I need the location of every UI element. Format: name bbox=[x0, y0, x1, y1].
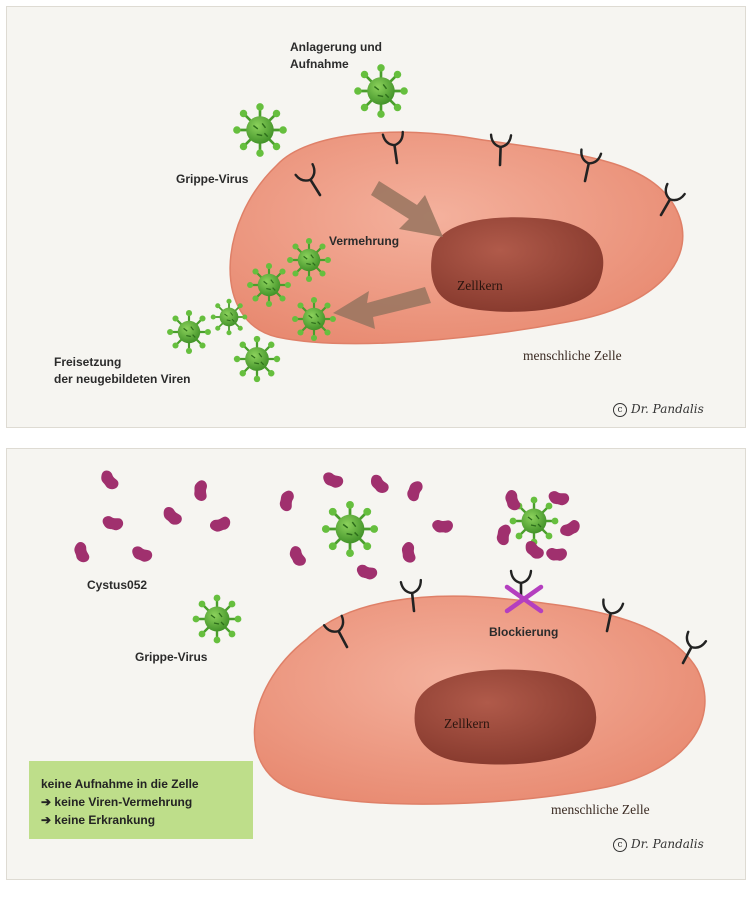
panel-infection: Anlagerung und Aufnahme Grippe-Virus Ver… bbox=[6, 6, 746, 428]
label-release: Freisetzung der neugebildeten Viren bbox=[54, 355, 191, 386]
label-flu-virus: Grippe-Virus bbox=[135, 650, 208, 664]
infection-diagram bbox=[165, 62, 686, 384]
nucleus bbox=[414, 669, 597, 765]
arrow-icon bbox=[333, 181, 443, 329]
summary-box: keine Aufnahme in die Zelle ➔ keine Vire… bbox=[29, 761, 253, 839]
label-cell: menschliche Zelle bbox=[523, 348, 622, 363]
label-blocking: Blockierung bbox=[489, 625, 559, 639]
label-flu-virus: Grippe-Virus bbox=[176, 172, 249, 186]
blocking-diagram bbox=[69, 469, 708, 805]
summary-line: keine Aufnahme in die Zelle bbox=[41, 777, 199, 791]
label-nucleus: Zellkern bbox=[457, 278, 503, 293]
summary-line: ➔ keine Erkrankung bbox=[41, 813, 156, 827]
block-x-icon bbox=[504, 584, 544, 614]
label-nucleus: Zellkern bbox=[444, 716, 490, 731]
label-cystus: Cystus052 bbox=[87, 578, 148, 592]
label-attachment: Anlagerung und Aufnahme bbox=[290, 40, 382, 71]
copyright-icon: c bbox=[613, 402, 627, 417]
nucleus bbox=[431, 217, 604, 312]
copyright-icon: c bbox=[613, 837, 627, 852]
panel-blocking: Cystus052 Grippe-Virus Blockierung Zellk… bbox=[6, 448, 746, 880]
summary-line: ➔ keine Viren-Vermehrung bbox=[41, 795, 193, 809]
label-cell: menschliche Zelle bbox=[551, 802, 650, 817]
label-replication: Vermehrung bbox=[329, 234, 400, 248]
